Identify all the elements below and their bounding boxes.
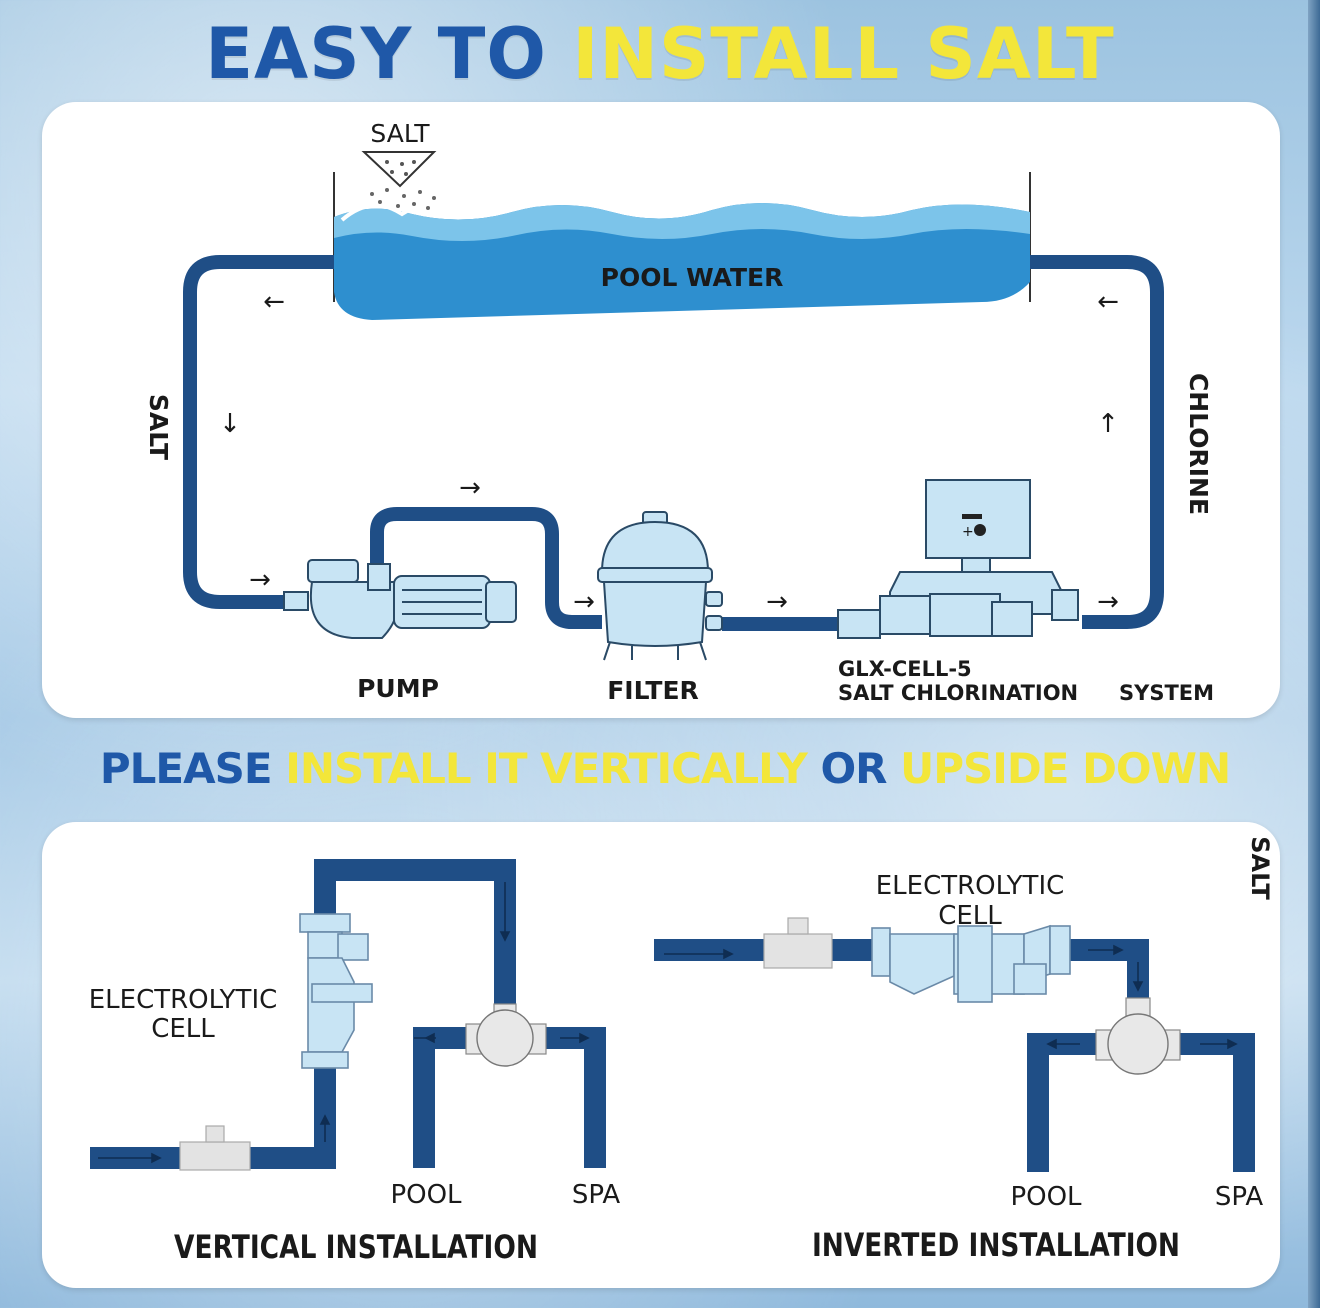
arrow-right-icon: → bbox=[459, 473, 481, 503]
inverted-cell-label-2: CELL bbox=[938, 901, 1002, 931]
svg-text:+: + bbox=[962, 524, 974, 540]
salt-top-label: SALT bbox=[370, 119, 430, 148]
vertical-spa-label: SPA bbox=[572, 1180, 621, 1210]
pump-to-filter-pipe bbox=[370, 507, 602, 629]
filter-label: FILTER bbox=[607, 676, 699, 705]
pool-tank: POOL WATER bbox=[333, 172, 1031, 320]
corner-salt-label: SALT bbox=[1246, 836, 1274, 900]
chlorinator-icon: + bbox=[837, 479, 1079, 639]
arrow-down-icon: ↓ bbox=[219, 409, 241, 439]
filter-icon bbox=[597, 511, 723, 661]
right-edge-strip bbox=[1308, 0, 1320, 1308]
arrow-left-icon: ← bbox=[263, 287, 285, 317]
arrow-right-icon: → bbox=[573, 587, 595, 617]
vertical-cell-label-2: CELL bbox=[151, 1014, 215, 1044]
inverted-pool-label: POOL bbox=[1010, 1182, 1082, 1212]
subtitle-part-2: INSTALL IT VERTICALLY bbox=[285, 744, 808, 793]
salt-side-label: SALT bbox=[144, 394, 173, 460]
subtitle-part-1: PLEASE bbox=[99, 744, 273, 793]
vertical-installation-diagram: ELECTROLYTIC CELL POOL SPA VERTICAL INST… bbox=[89, 859, 621, 1266]
title-part-1: EASY TO bbox=[205, 13, 547, 95]
inverted-spa-label: SPA bbox=[1215, 1182, 1264, 1212]
subtitle-part-3: OR bbox=[820, 744, 887, 793]
subtitle-part-4: UPSIDE DOWN bbox=[900, 744, 1231, 793]
return-pipe-left bbox=[183, 255, 334, 609]
arrow-right-icon: → bbox=[766, 587, 788, 617]
chlorine-side-label: CHLORINE bbox=[1184, 373, 1213, 515]
three-way-valve-icon bbox=[1107, 1013, 1169, 1075]
arrow-up-icon: ↑ bbox=[1097, 409, 1119, 439]
circulation-diagram: POOL WATER SALT ← ↓ → → → → → ↑ ← SA bbox=[144, 119, 1214, 705]
pump-icon bbox=[283, 559, 517, 639]
installation-diagram: ELECTROLYTIC CELL POOL SPA VERTICAL INST… bbox=[89, 836, 1274, 1266]
arrow-right-icon: → bbox=[249, 565, 271, 595]
flow-arrows: ← ↓ → → → → → ↑ ← bbox=[219, 287, 1119, 617]
vertical-installation-caption: VERTICAL INSTALLATION bbox=[174, 1228, 538, 1266]
return-pipe-right bbox=[1030, 255, 1164, 629]
cell-model-label: GLX-CELL-5 bbox=[838, 657, 972, 681]
arrow-right-icon: → bbox=[1097, 587, 1119, 617]
vertical-pool-label: POOL bbox=[390, 1180, 462, 1210]
inverted-cell-label-1: ELECTROLYTIC bbox=[876, 871, 1065, 901]
install-orientation-banner: PLEASE INSTALL IT VERTICALLY OR UPSIDE D… bbox=[0, 740, 1320, 798]
cell-system-label-2: SYSTEM bbox=[1119, 681, 1214, 705]
arrow-left-icon: ← bbox=[1097, 287, 1119, 317]
inverted-cell-icon bbox=[871, 924, 1071, 1003]
cell-system-label: SALT CHLORINATION bbox=[838, 681, 1078, 705]
inverted-installation-caption: INVERTED INSTALLATION bbox=[812, 1226, 1180, 1264]
inverted-installation-diagram: ELECTROLYTIC CELL POOL SPA INVERTED INST… bbox=[654, 871, 1263, 1264]
pool-water-label: POOL WATER bbox=[601, 263, 784, 292]
circulation-panel: POOL WATER SALT ← ↓ → → → → → ↑ ← SA bbox=[42, 102, 1280, 718]
title-part-2: INSTALL SALT bbox=[572, 13, 1115, 95]
vertical-cell-icon bbox=[299, 913, 373, 1069]
vertical-cell-label-1: ELECTROLYTIC bbox=[89, 985, 278, 1015]
three-way-valve-icon bbox=[476, 1009, 534, 1067]
salt-funnel-icon: SALT bbox=[361, 119, 437, 210]
installation-panel: ELECTROLYTIC CELL POOL SPA VERTICAL INST… bbox=[42, 822, 1280, 1288]
main-title: EASY TO INSTALL SALT bbox=[0, 14, 1320, 94]
pump-label: PUMP bbox=[357, 674, 439, 703]
